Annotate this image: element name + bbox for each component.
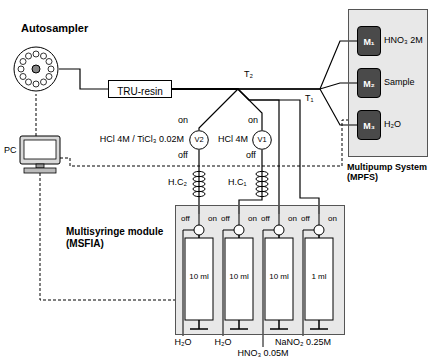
syringe-valve [194, 225, 204, 235]
sample-vial [26, 53, 32, 59]
syringe-valve [234, 225, 244, 235]
valve-state: on [288, 214, 297, 223]
syringe-volume: 10 ml [265, 272, 293, 281]
valve-name: V2 [189, 130, 209, 150]
keyboard [24, 168, 56, 173]
solenoid-valve: V1 [252, 130, 272, 150]
valve-body [190, 131, 209, 150]
valve-state: off [181, 214, 190, 223]
sample-vial [41, 79, 47, 85]
resin-column: TRU-resin [108, 80, 172, 98]
syringe-barrel [185, 238, 213, 320]
pump-name: M₁ [358, 27, 380, 57]
syringe-valve [314, 225, 324, 235]
outlet-label: H₂O [175, 338, 192, 348]
tubing-line [172, 41, 357, 89]
valve-state: off [221, 214, 230, 223]
syringe-plunger [190, 235, 208, 329]
sample-vial [33, 81, 39, 87]
control-line [60, 120, 348, 166]
sample-vial [48, 66, 54, 72]
reagent-label: H₂O [384, 120, 401, 130]
tubing-line [172, 89, 238, 130]
coil-label: H.C₂ [168, 178, 187, 188]
computer-label: PC [4, 146, 17, 156]
syringe-volume: 10 ml [185, 272, 213, 281]
module-title: Multisyringe module (MSFIA) [66, 226, 168, 249]
control-line [36, 94, 37, 136]
module-title: Multipump System (MPFS) [347, 162, 429, 183]
sample-vial [46, 74, 52, 80]
valve-state: off [261, 214, 270, 223]
syringe-valve [274, 225, 284, 235]
outlet-label: NaNO₂ 0.25M [275, 338, 331, 348]
sample-vial [26, 79, 32, 85]
tubing-line [172, 89, 319, 214]
syringe-barrel [225, 238, 253, 320]
sample-vial [20, 59, 26, 65]
valve-state: on [178, 116, 188, 126]
carousel-rim [14, 47, 58, 91]
column-label: TRU-resin [117, 84, 163, 100]
reagent-label: HNO₃ 2M [384, 36, 423, 46]
valve-state: on [248, 214, 257, 223]
valve-state: off [246, 151, 256, 161]
syringe-pump: off on 10 ml [181, 214, 217, 332]
tubing-line [59, 69, 108, 89]
sample-vial [41, 53, 47, 59]
computer-icon [20, 136, 60, 173]
sample-vial [18, 66, 24, 72]
screen [24, 140, 56, 159]
outlet-label: H₂O [215, 338, 232, 348]
reagent-label: HCl 4M [218, 135, 248, 145]
monitor [20, 136, 60, 164]
junction-label: T₁ [305, 94, 314, 104]
pump-name: M₂ [358, 69, 380, 99]
valve-state: on [208, 214, 217, 223]
valve-state: on [248, 116, 258, 126]
valve-state: off [178, 151, 188, 161]
syringe-barrel [265, 238, 293, 320]
tubing-line [172, 89, 279, 214]
reagent-label: HCl 4M / TiCl₃ 0.02M [100, 135, 184, 145]
tubing-line [172, 89, 357, 125]
outlet-line [183, 230, 303, 347]
syringe-plunger [230, 235, 248, 329]
syringe-plunger [310, 235, 328, 329]
pump-head: M₂ [357, 68, 381, 98]
syringe-pump: off on 1 ml [301, 214, 337, 332]
autosampler-carousel: Autosampler [13, 46, 59, 92]
pump-head: M₁ [357, 26, 381, 56]
syringe-volume: 1 ml [305, 272, 333, 281]
solenoid-valve: V2 [189, 130, 209, 150]
coil-label: H.C₁ [228, 178, 247, 188]
valve-state: off [301, 214, 310, 223]
control-line [40, 173, 175, 300]
pump-name: M₃ [358, 111, 380, 141]
stand [36, 164, 44, 168]
syringe-pump: off on 10 ml [261, 214, 297, 332]
carousel-hub [32, 65, 40, 73]
tubing-line [172, 89, 262, 130]
valve-state: on [328, 214, 337, 223]
syringe-volume: 10 ml [225, 272, 253, 281]
multisyringe-module: Multisyringe module (MSFIA)offon10 mloff… [175, 205, 345, 335]
junction-label: T₂ [244, 70, 253, 80]
outlet-label: HNO₃ 0.05M [237, 349, 288, 359]
valve-name: V1 [252, 130, 272, 150]
carousel-shape [13, 46, 59, 92]
pump-head: M₃ [357, 110, 381, 140]
sample-vial [33, 51, 39, 57]
module-title: Autosampler [21, 22, 88, 34]
sample-vial [46, 59, 52, 65]
valve-body [253, 131, 272, 150]
syringe-barrel [305, 238, 333, 320]
sample-vial [20, 74, 26, 80]
syringe-pump: off on 10 ml [221, 214, 257, 332]
tubing-line [172, 83, 357, 89]
reagent-label: Sample [384, 78, 415, 88]
syringe-plunger [270, 235, 288, 329]
